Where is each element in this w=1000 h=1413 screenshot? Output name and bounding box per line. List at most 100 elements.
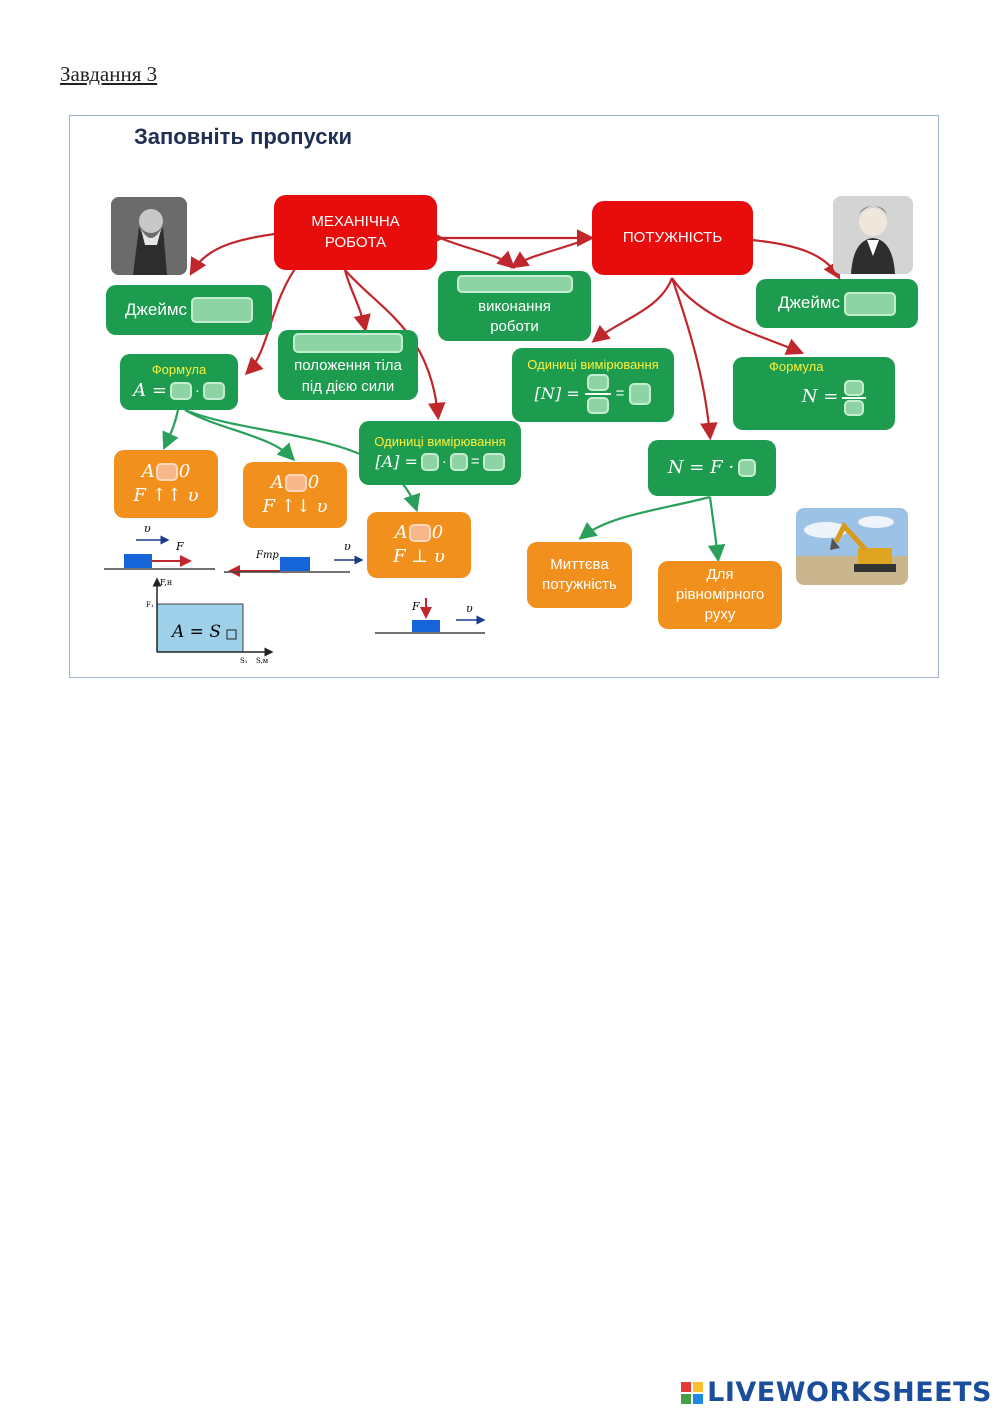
case3-condition: F ⊥ υ <box>393 546 445 567</box>
power-units-label: Одиниці вимірювання <box>527 357 659 373</box>
work-definition-node: положення тіла під дією сили <box>278 330 418 400</box>
map-title: Заповніть пропуски <box>134 124 352 149</box>
graph-formula-blank <box>226 629 237 640</box>
work-units-lhs: [A] = <box>375 451 418 471</box>
arrow-to-center-right <box>510 236 591 269</box>
arrow-formula-case1 <box>162 409 180 451</box>
center-node: виконання роботи <box>438 271 591 341</box>
work-scientist-node: Джеймс <box>106 285 272 335</box>
work-units-blank-2[interactable] <box>449 452 468 471</box>
power-formula2-node: N = F · <box>648 440 776 496</box>
work-definition-line2: під дією сили <box>301 377 395 395</box>
excavator-photo <box>796 508 908 585</box>
work-case-negative: A 0 F ↑↓ υ <box>243 462 347 528</box>
power-units-den-blank[interactable] <box>586 396 609 414</box>
case2-condition: F ↑↓ υ <box>262 496 328 517</box>
uniform-motion-node: Для рівномірного руху <box>658 561 782 629</box>
power-formula-num-blank[interactable] <box>844 379 865 396</box>
arrow-instant <box>578 495 711 540</box>
power-scientist-node: Джеймс <box>756 279 918 328</box>
logo-text: LIVEWORKSHEETS <box>707 1377 992 1408</box>
graph-s1-label: S₁ <box>240 657 248 665</box>
case3-A: A <box>394 521 408 543</box>
power-scientist-label: Джеймс <box>777 293 841 313</box>
graph-y-axis-label: F,н <box>160 578 172 587</box>
case1-sign-blank[interactable] <box>155 462 178 481</box>
arrow-formula-case2 <box>184 409 296 462</box>
graph-f1-label: F₁ <box>146 601 154 609</box>
work-definition-line1: положення тіла <box>294 357 402 375</box>
portrait-watt-photo <box>833 196 913 274</box>
arrow-power-formula2 <box>670 277 718 441</box>
work-formula-label: Формула <box>151 362 207 378</box>
d1-v-label: υ <box>144 522 151 535</box>
portrait-joule-photo <box>111 197 187 275</box>
d2-v-label: υ <box>344 540 351 553</box>
power-title: ПОТУЖНІСТЬ <box>622 228 723 246</box>
work-formula-blank-1[interactable] <box>169 381 192 400</box>
center-line1: виконання <box>478 297 551 315</box>
uniform-line3: руху <box>704 606 736 624</box>
force-diagrams: υ F Fтр υ F υ <box>104 522 486 634</box>
work-units-blank-1[interactable] <box>420 452 439 471</box>
case2-A: A <box>270 471 284 493</box>
instant-line2: потужність <box>542 576 617 593</box>
power-node: ПОТУЖНІСТЬ <box>592 201 753 275</box>
work-scientist-blank[interactable] <box>191 297 254 323</box>
work-units-eq: = <box>470 452 480 470</box>
arrow-work-scientist <box>189 232 276 276</box>
work-case-zero: A 0 F ⊥ υ <box>367 512 471 578</box>
power-formula2-text: N = F · <box>667 456 735 478</box>
power-units-blank-3[interactable] <box>629 382 652 405</box>
arrow-work-definition <box>343 269 371 333</box>
uniform-line2: рівномірного <box>675 585 765 603</box>
power-formula-node: Формула N = <box>733 357 895 430</box>
d3-F-label: F <box>411 600 420 613</box>
work-scientist-label: Джеймс <box>124 299 188 319</box>
case1-condition: F ↑↑ υ <box>133 485 199 506</box>
case3-sign-blank[interactable] <box>408 523 431 542</box>
arrow-power-units <box>591 277 674 343</box>
power-formula-label: Формула <box>769 359 824 374</box>
force-distance-graph: F,н F₁ S₁ S,м A = S <box>146 577 274 665</box>
case2-sign-blank[interactable] <box>284 473 307 492</box>
work-case-positive: A 0 F ↑↑ υ <box>114 450 218 518</box>
center-blank[interactable] <box>456 274 573 293</box>
d1-F-label: F <box>175 540 184 553</box>
instant-line1: Миттєва <box>550 555 609 573</box>
case1-A: A <box>141 460 155 482</box>
arrow-work-units <box>344 269 446 421</box>
arrow-power-formula <box>671 277 805 355</box>
arrow-power-scientist <box>751 238 841 280</box>
work-title-line1: МЕХАНІЧНА <box>311 213 400 231</box>
case3-zero: 0 <box>431 521 444 543</box>
work-units-node: Одиниці вимірювання [A] = · = <box>359 421 521 485</box>
power-scientist-blank[interactable] <box>844 291 897 316</box>
work-formula-dot: · <box>194 381 200 399</box>
liveworksheets-logo[interactable]: LIVEWORKSHEETS <box>681 1377 992 1408</box>
work-units-label: Одиниці вимірювання <box>374 434 506 450</box>
work-formula-node: Формула A = · <box>120 354 238 410</box>
power-units-lhs: [N] = <box>534 383 580 403</box>
work-units-dot: · <box>441 452 447 470</box>
instant-power-node: Миттєва потужність <box>527 542 632 608</box>
work-title-line2: РОБОТА <box>324 233 387 251</box>
d3-v-label: υ <box>466 602 473 615</box>
case1-zero: 0 <box>178 460 191 482</box>
d2-Ftr-label: Fтр <box>255 550 279 561</box>
work-formula-blank-2[interactable] <box>202 381 225 400</box>
graph-formula: A = S <box>170 622 221 642</box>
work-units-blank-3[interactable] <box>482 452 505 471</box>
power-units-num-blank[interactable] <box>586 373 609 391</box>
arrow-to-center-left <box>439 236 516 269</box>
work-formula-lhs: A = <box>133 379 167 401</box>
power-formula-den-blank[interactable] <box>844 399 865 416</box>
power-units-node: Одиниці вимірювання [N] = = <box>512 348 674 422</box>
power-formula-lhs: N = <box>801 386 839 408</box>
case2-zero: 0 <box>307 471 320 493</box>
arrow-uniform <box>707 496 726 563</box>
graph-x-axis-label: S,м <box>256 657 269 665</box>
power-units-eq: = <box>615 384 625 402</box>
power-formula2-blank[interactable] <box>738 459 757 477</box>
work-definition-blank[interactable] <box>293 333 403 354</box>
